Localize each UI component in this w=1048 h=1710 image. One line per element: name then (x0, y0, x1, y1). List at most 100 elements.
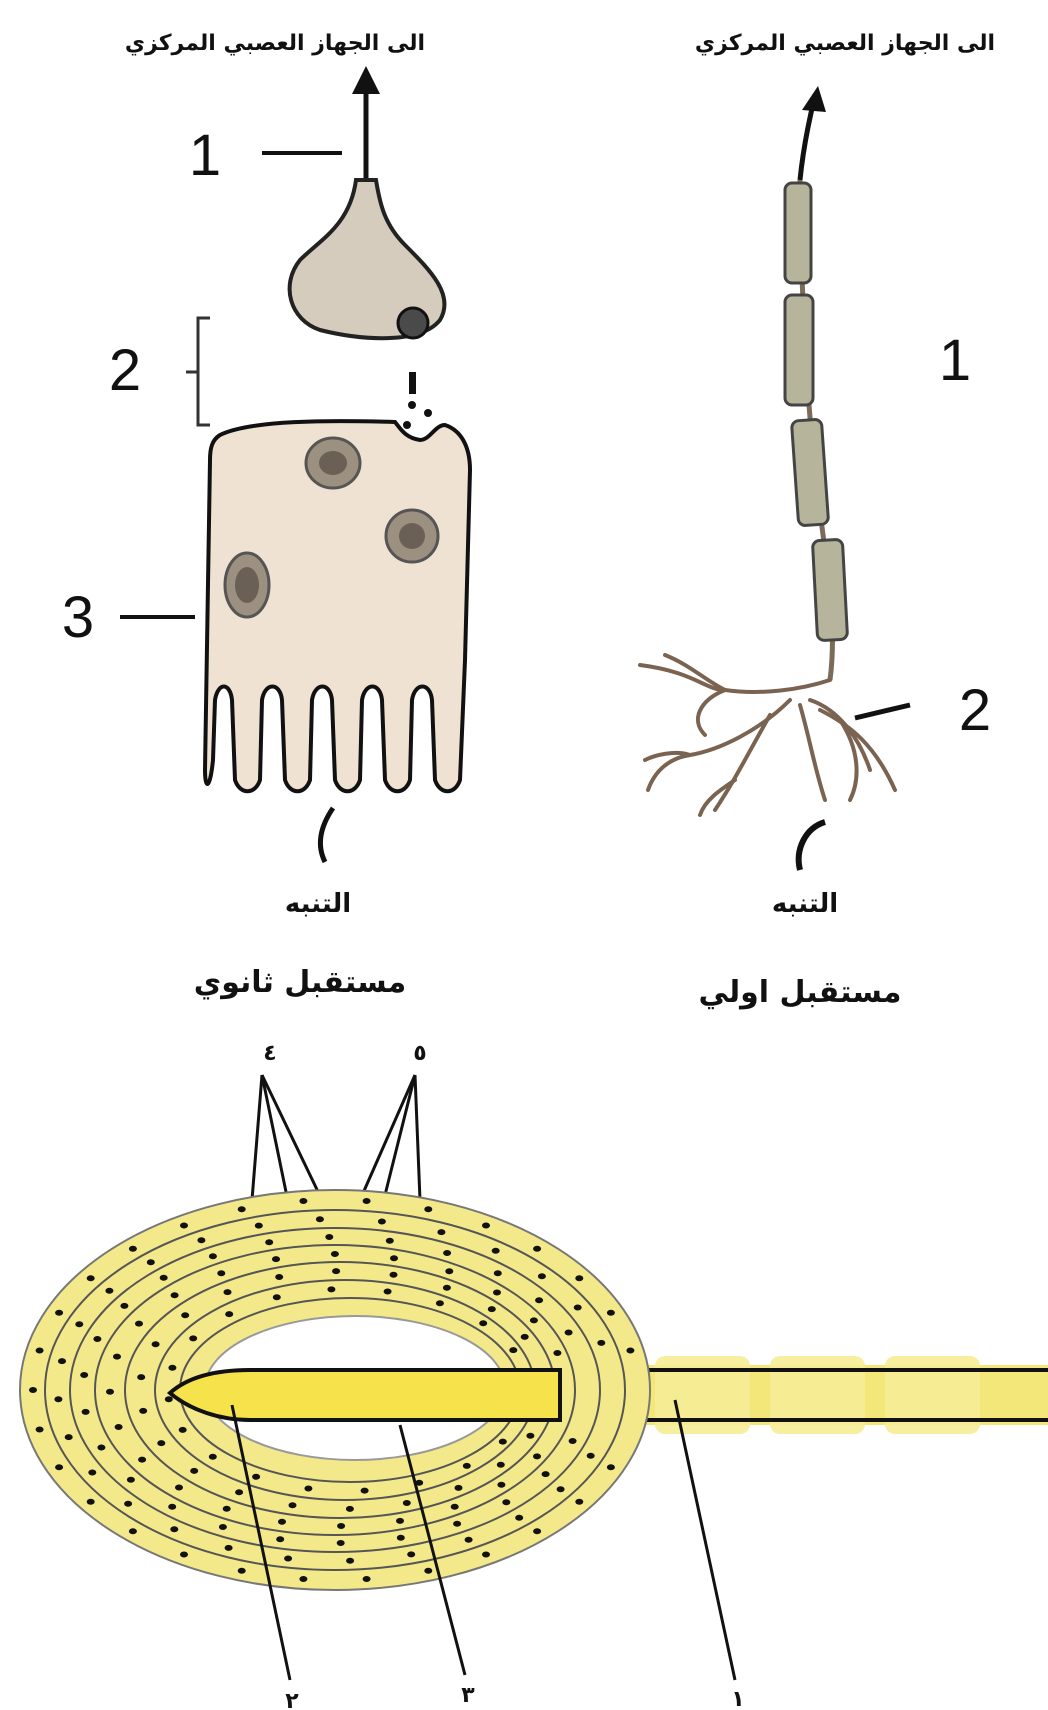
corpuscle-dot (168, 1504, 176, 1510)
corpuscle-dot (209, 1454, 217, 1460)
corpuscle-dot (378, 1219, 386, 1225)
corpuscle-dot (497, 1462, 505, 1468)
corpuscle-dot (165, 1396, 173, 1402)
corpuscle-dot (533, 1528, 541, 1534)
corpuscle-dot (209, 1253, 217, 1259)
corpuscle-dot (180, 1552, 188, 1558)
corpuscle-dot (138, 1457, 146, 1463)
corpuscle-dot (275, 1274, 283, 1280)
corpuscle-dot (135, 1321, 143, 1327)
corpuscle-dot (607, 1464, 615, 1470)
corpuscle-dot (299, 1198, 307, 1204)
corpuscle-dot (386, 1238, 394, 1244)
corpuscle-dot (542, 1471, 550, 1477)
corpuscle-dot (129, 1528, 137, 1534)
corpuscle-dot (337, 1523, 345, 1529)
corpuscle-dot (36, 1427, 44, 1433)
corpuscle-dot (384, 1289, 392, 1295)
corpuscle-dot (533, 1453, 541, 1459)
corpuscle-dot (224, 1289, 232, 1295)
corpuscle-dot (626, 1348, 634, 1354)
corpuscle-dot (575, 1499, 583, 1505)
corpuscle-label-bottom-mid: ٣ (461, 1683, 475, 1708)
corpuscle-dot (397, 1535, 405, 1541)
corpuscle-dot (535, 1297, 543, 1303)
corpuscle-dot (361, 1488, 369, 1494)
corpuscle-dot (137, 1374, 145, 1380)
corpuscle-dot (502, 1499, 510, 1505)
corpuscle-dot (565, 1330, 573, 1336)
corpuscle-label-top-right: ٥ (413, 1041, 426, 1066)
primary-myelin-segments (785, 183, 848, 641)
corpuscle-dot (553, 1350, 561, 1356)
corpuscle-dot (278, 1519, 286, 1525)
corpuscle-dot (179, 1427, 187, 1433)
corpuscle-dot (327, 1286, 335, 1292)
corpuscle-dot (390, 1272, 398, 1278)
corpuscle-dot (223, 1506, 231, 1512)
primary-stimulus-arrow-icon (799, 822, 825, 870)
corpuscle-dot (482, 1552, 490, 1558)
corpuscle-dot (424, 1206, 432, 1212)
corpuscle-dot (80, 1372, 88, 1378)
corpuscle-dot (479, 1320, 487, 1326)
primary-dendrites (640, 655, 895, 815)
corpuscle-dot (54, 1396, 62, 1402)
corpuscle-dot (332, 1268, 340, 1274)
corpuscle-dot (273, 1294, 281, 1300)
corpuscle-dot (197, 1237, 205, 1243)
primary-arrow-up-icon (800, 86, 826, 180)
secondary-caption: مستقبل ثانوي (194, 965, 407, 1000)
corpuscle-dot (463, 1463, 471, 1469)
corpuscle-dot (255, 1223, 263, 1229)
corpuscle-label-bottom-right: ١ (731, 1687, 744, 1710)
corpuscle-dot (337, 1540, 345, 1546)
corpuscle-dot (346, 1506, 354, 1512)
corpuscle-dot (574, 1305, 582, 1311)
corpuscle-dot (139, 1408, 147, 1414)
primary-stimulus-label: التنبه (772, 889, 838, 919)
corpuscle-dot (304, 1486, 312, 1492)
primary-caption: مستقبل اولي (699, 975, 902, 1010)
corpuscle-dot (181, 1312, 189, 1318)
corpuscle-dot (171, 1292, 179, 1298)
corpuscle-dot (316, 1216, 324, 1222)
corpuscle-dot (58, 1358, 66, 1364)
corpuscle-dot (533, 1246, 541, 1252)
corpuscle-dot (521, 1334, 529, 1340)
corpuscle-dot (120, 1303, 128, 1309)
primary-label-2: 2 (959, 678, 991, 743)
primary-top-label: الى الجهاز العصبي المركزي (695, 31, 995, 56)
corpuscle-dot (160, 1275, 168, 1281)
corpuscle-dot (299, 1576, 307, 1582)
corpuscle-dot (36, 1348, 44, 1354)
corpuscle-dot (436, 1300, 444, 1306)
corpuscle-dot (482, 1223, 490, 1229)
corpuscle-dot (152, 1341, 160, 1347)
corpuscle-dot (157, 1440, 165, 1446)
corpuscle-dot (115, 1424, 123, 1430)
corpuscle-dot (597, 1340, 605, 1346)
corpuscle-dot (403, 1500, 411, 1506)
corpuscle-dot (437, 1229, 445, 1235)
corpuscle-dot (607, 1310, 615, 1316)
corpuscle-dot (93, 1336, 101, 1342)
primary-receptor: الى الجهاز العصبي المركزي 1 (640, 31, 995, 1010)
corpuscle-dot (265, 1239, 273, 1245)
corpuscle-dot (465, 1537, 473, 1543)
corpuscle-dot (494, 1270, 502, 1276)
corpuscle-dot (424, 1568, 432, 1574)
corpuscle-dot (180, 1223, 188, 1229)
corpuscle-dot (575, 1275, 583, 1281)
corpuscle-dot (284, 1556, 292, 1562)
corpuscle-dot (217, 1270, 225, 1276)
corpuscle-dot (493, 1290, 501, 1296)
corpuscle-dot (225, 1545, 233, 1551)
corpuscle-dot (87, 1275, 95, 1281)
secondary-stimulus-label: التنبه (285, 889, 351, 919)
corpuscle-dot (272, 1256, 280, 1262)
corpuscle-dot (65, 1434, 73, 1440)
corpuscle-dot (488, 1306, 496, 1312)
corpuscle-dot (331, 1251, 339, 1257)
